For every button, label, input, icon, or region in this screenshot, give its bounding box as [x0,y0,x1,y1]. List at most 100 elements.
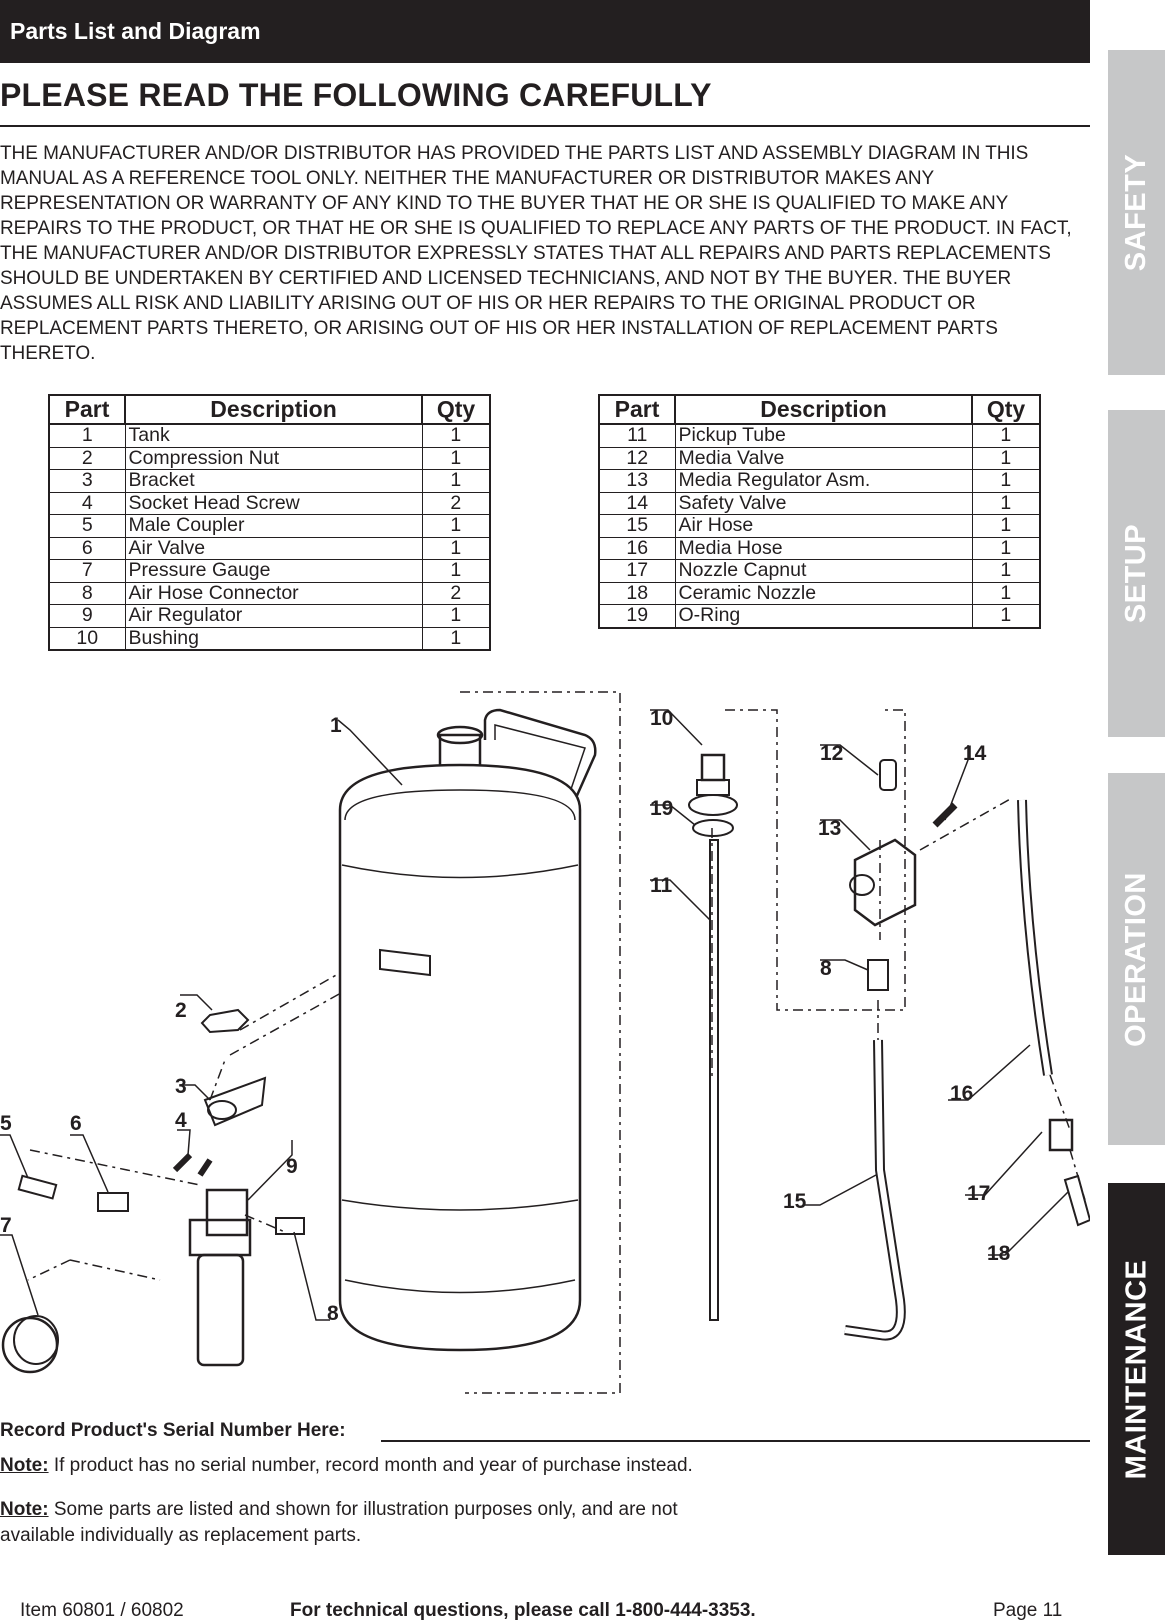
part-qty: 1 [421,559,491,583]
table-header-row: Part Description Qty [598,394,1041,425]
serial-number-line[interactable] [381,1440,1090,1442]
callout-17: 17 [967,1182,990,1205]
part-qty: 1 [971,514,1041,538]
tab-maintenance[interactable]: MAINTENANCE [1108,1183,1165,1555]
part-qty: 1 [971,491,1041,515]
note-label: Note: [0,1455,49,1476]
part-number: 11 [598,423,676,448]
footer-help-line: For technical questions, please call 1-8… [290,1600,756,1621]
callout-1: 1 [330,714,342,737]
part-number: 14 [598,491,676,515]
part-number: 9 [48,604,126,628]
tab-maintenance-label: MAINTENANCE [1120,1259,1152,1479]
part-qty: 1 [421,514,491,538]
part-number: 8 [48,581,126,605]
part-description: Air Valve [124,536,423,560]
part-number: 18 [598,581,676,605]
callout-10: 10 [650,707,673,730]
part-qty: 1 [971,446,1041,470]
callout-5: 5 [0,1112,12,1135]
tab-setup-label: SETUP [1120,523,1152,624]
part-qty: 1 [421,469,491,493]
callout-11: 11 [650,874,673,897]
header-part: Part [48,394,126,425]
callout-8-right: 8 [820,957,832,980]
part-description: Media Valve [674,446,973,470]
part-qty: 1 [971,469,1041,493]
part-number: 6 [48,536,126,560]
callout-18: 18 [987,1242,1011,1265]
part-description: Ceramic Nozzle [674,581,973,605]
part-qty: 1 [971,581,1041,605]
tab-safety-label: SAFETY [1120,153,1152,272]
part-number: 15 [598,514,676,538]
part-description: Compression Nut [124,446,423,470]
callout-16: 16 [950,1082,973,1105]
part-description: Bracket [124,469,423,493]
header-qty: Qty [421,394,491,425]
tab-safety[interactable]: SAFETY [1108,50,1165,375]
callout-8-left: 8 [327,1302,339,1325]
callout-3: 3 [175,1075,187,1098]
table-header-row: Part Description Qty [48,394,491,425]
page-title: PLEASE READ THE FOLLOWING CAREFULLY [0,77,712,113]
footer-page-number: Page 11 [993,1600,1063,1621]
part-qty: 2 [421,581,491,605]
note-illustration: Note: Some parts are listed and shown fo… [0,1497,700,1549]
part-qty: 1 [421,604,491,628]
part-description: Safety Valve [674,491,973,515]
callout-13: 13 [818,817,841,840]
part-description: Socket Head Screw [124,491,423,515]
part-description: Media Regulator Asm. [674,469,973,493]
disclaimer-text: THE MANUFACTURER AND/OR DISTRIBUTOR HAS … [0,143,1072,364]
header-description: Description [124,394,423,425]
tab-operation-label: OPERATION [1120,871,1152,1047]
part-description: Pickup Tube [674,423,973,448]
callout-15: 15 [783,1190,807,1213]
part-number: 1 [48,423,126,448]
note-serial: Note: If product has no serial number, r… [0,1455,693,1477]
tab-setup[interactable]: SETUP [1108,410,1165,737]
tab-operation[interactable]: OPERATION [1108,773,1165,1145]
part-number: 5 [48,514,126,538]
callout-6: 6 [70,1112,82,1135]
header-qty: Qty [971,394,1041,425]
part-description: Male Coupler [124,514,423,538]
note-label: Note: [0,1499,49,1520]
part-description: Bushing [124,626,423,651]
part-description: Tank [124,423,423,448]
part-number: 7 [48,559,126,583]
heading-divider [0,125,1090,127]
part-number: 10 [48,626,126,651]
callout-9: 9 [286,1155,298,1178]
part-qty: 2 [421,491,491,515]
part-number: 4 [48,491,126,515]
part-description: Pressure Gauge [124,559,423,583]
callout-14: 14 [963,742,987,765]
header-part: Part [598,394,676,425]
part-qty: 1 [421,536,491,560]
part-qty: 1 [421,446,491,470]
part-number: 13 [598,469,676,493]
note-text: Some parts are listed and shown for illu… [0,1499,678,1546]
serial-label: Record Product's Serial Number Here: [0,1420,346,1441]
part-description: Nozzle Capnut [674,559,973,583]
callout-4: 4 [175,1109,187,1132]
header-description: Description [674,394,973,425]
